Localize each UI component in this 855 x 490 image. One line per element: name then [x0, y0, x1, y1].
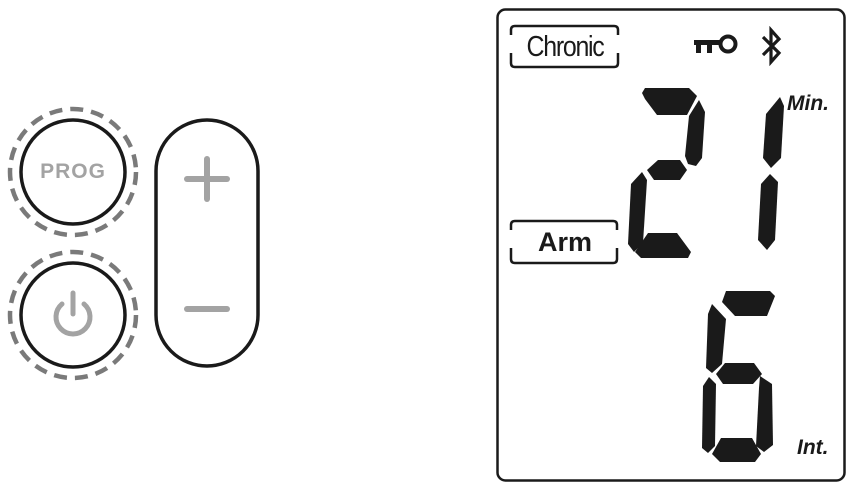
digit-1: [758, 97, 784, 250]
adjust-rocker: [154, 118, 260, 368]
control-panel: PROG: [0, 0, 300, 490]
intensity-unit-label: Int.: [797, 436, 829, 459]
prog-button-label: PROG: [40, 160, 106, 183]
zone-label: Arm: [537, 227, 592, 257]
lcd-frame: [496, 8, 846, 482]
increase-button[interactable]: [154, 118, 260, 238]
intensity-value: 6: [496, 8, 497, 9]
prog-button-ring: [7, 106, 139, 238]
digit-2: [628, 88, 705, 258]
lcd-display: Chronic Arm Min. Int. 21 6: [496, 8, 846, 482]
mode-label: Chronic: [526, 30, 605, 63]
prog-button[interactable]: PROG: [6, 105, 140, 239]
power-icon: [53, 290, 93, 337]
power-button[interactable]: [6, 248, 140, 382]
bluetooth-icon: [761, 26, 782, 66]
key-lock-icon: [694, 34, 738, 54]
decrease-button[interactable]: [154, 248, 260, 368]
digit-6: [702, 291, 775, 462]
time-unit-label: Min.: [787, 92, 829, 115]
plus-icon: [184, 156, 230, 202]
minus-icon: [184, 306, 230, 312]
